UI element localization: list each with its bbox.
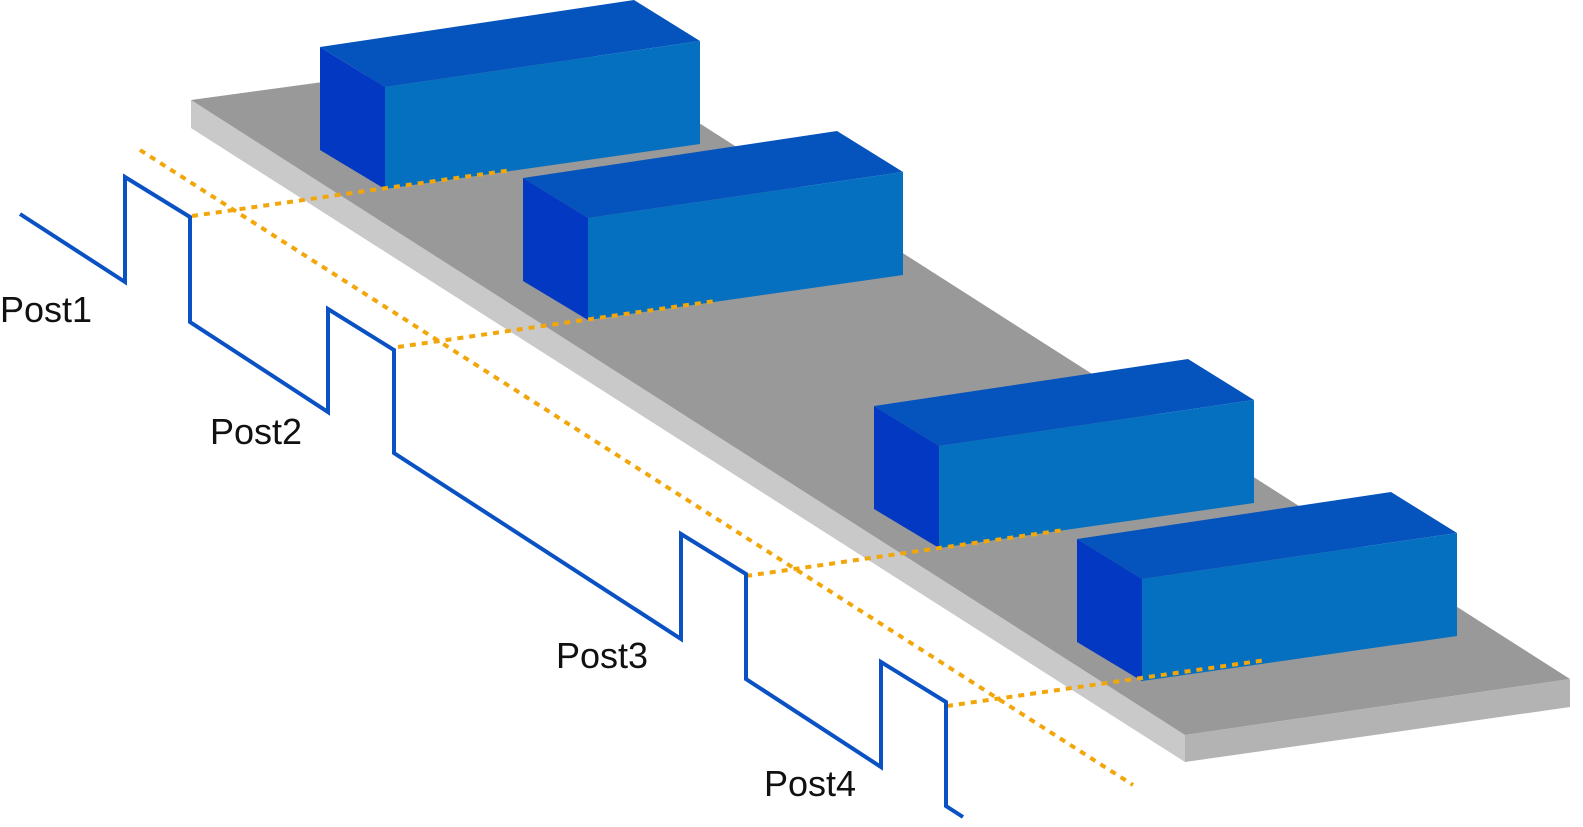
- box-front: [1142, 533, 1457, 681]
- box-top: [1077, 492, 1457, 579]
- box-3: [874, 359, 1254, 548]
- box-front: [385, 41, 700, 189]
- post2-label: Post2: [210, 411, 303, 452]
- post1-label: Post1: [0, 289, 93, 330]
- box-top: [874, 359, 1254, 446]
- beam-projection-2: [397, 299, 716, 349]
- box-2: [523, 131, 903, 320]
- box-side: [874, 406, 939, 548]
- beam-projection-3: [745, 528, 1065, 578]
- box-front: [939, 400, 1254, 548]
- post3-label: Post3: [556, 635, 649, 676]
- box-1: [320, 0, 700, 189]
- beam-main-diagonal: [138, 148, 1135, 787]
- pulse-signal-line: [18, 173, 965, 819]
- sensor-beam-line: [138, 148, 1267, 787]
- box-top: [523, 131, 903, 218]
- beam-projection-4: [946, 658, 1267, 708]
- beam-projection-1: [191, 168, 513, 218]
- box-side: [1077, 539, 1142, 681]
- box-top: [320, 0, 700, 87]
- box-side: [523, 178, 588, 320]
- box-side: [320, 47, 385, 189]
- box-4: [1077, 492, 1457, 681]
- box-front: [588, 172, 903, 320]
- post4-label: Post4: [764, 763, 857, 804]
- belt-left-side: [191, 100, 1185, 762]
- belt-front-edge: [1185, 679, 1570, 762]
